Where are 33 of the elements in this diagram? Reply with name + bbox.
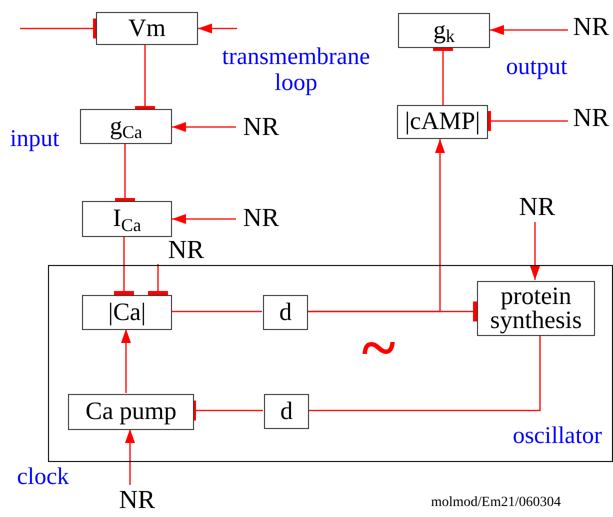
process-box: protein synthesis bbox=[477, 281, 595, 336]
process-box: d bbox=[264, 394, 309, 429]
group-frame bbox=[48, 265, 613, 462]
annotation-text: transmembrane loop bbox=[221, 44, 371, 96]
signal-label: NR bbox=[568, 12, 613, 42]
process-box: g$_{Ca}$ bbox=[80, 109, 172, 144]
connector-arrow bbox=[198, 24, 237, 34]
process-box: g$_{k}$ bbox=[398, 13, 490, 48]
process-box: |Ca| bbox=[82, 295, 172, 330]
process-box: Ca pump bbox=[68, 394, 194, 430]
annotation-text: clock bbox=[17, 463, 69, 491]
annotation-text: molmod/Em21/060304 bbox=[431, 495, 561, 511]
process-box: Vm bbox=[96, 12, 198, 45]
tilde-symbol: ~ bbox=[362, 318, 396, 378]
signal-label: NR bbox=[236, 112, 286, 142]
connector-arrow bbox=[121, 329, 131, 393]
signal-label: NR bbox=[112, 485, 162, 515]
signal-label: NR bbox=[512, 192, 562, 222]
connector-arrow bbox=[172, 122, 236, 132]
connector-arrow bbox=[490, 25, 568, 35]
annotation-text: output bbox=[506, 54, 568, 80]
signal-label: NR bbox=[236, 203, 286, 233]
signal-label: NR bbox=[163, 236, 209, 264]
connector-arrow bbox=[125, 429, 135, 485]
group-label: oscillator bbox=[512, 423, 602, 449]
signal-label: NR bbox=[568, 103, 613, 133]
connector-arrow bbox=[172, 214, 236, 224]
process-box: d bbox=[263, 295, 308, 330]
annotation-text: input bbox=[10, 126, 60, 152]
connector-arrow bbox=[530, 222, 540, 280]
process-box: |cAMP| bbox=[397, 105, 488, 139]
process-box: I$_{Ca}$ bbox=[82, 201, 172, 237]
connector-arrow bbox=[307, 139, 445, 312]
